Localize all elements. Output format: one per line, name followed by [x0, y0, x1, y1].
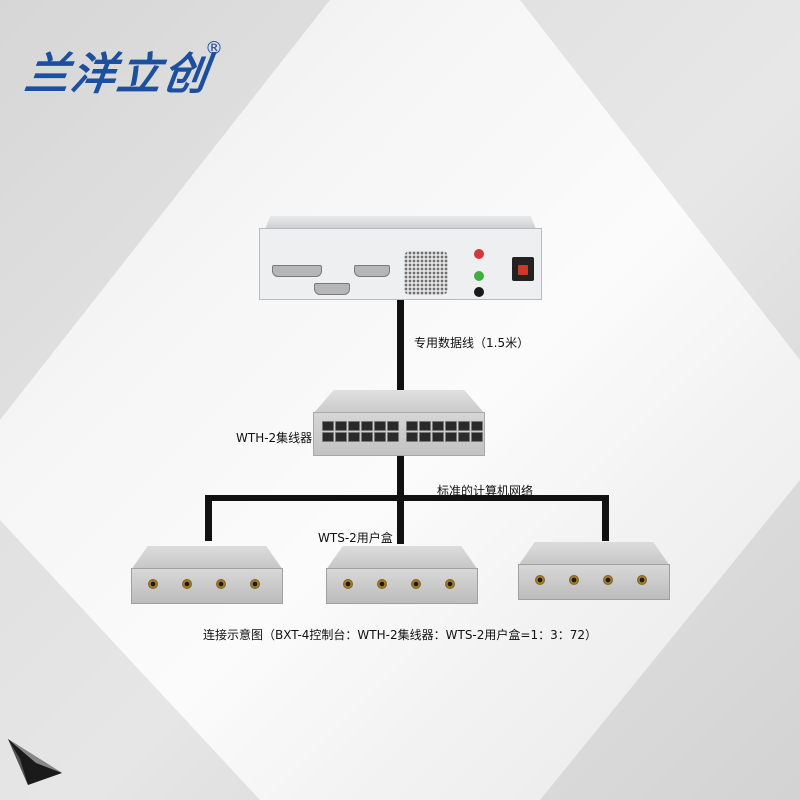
network-drop-left [205, 495, 212, 541]
audio-jack [411, 579, 421, 589]
speaker-grille [404, 251, 448, 295]
diagram-caption: 连接示意图（BXT-4控制台：WTH-2集线器：WTS-2用户盒=1：3：72） [203, 628, 597, 642]
network-drop-right [602, 495, 609, 541]
audio-jack [182, 579, 192, 589]
red-terminal-post [474, 249, 484, 259]
wth2-hub-device [313, 390, 485, 456]
audio-jack [343, 579, 353, 589]
rj45-ports-right [406, 421, 483, 443]
user-box-top [326, 546, 478, 570]
user-box-front [518, 564, 670, 600]
wts2-user-box-1 [131, 546, 283, 604]
black-terminal-post [474, 287, 484, 297]
audio-jack [637, 575, 647, 585]
audio-jack [535, 575, 545, 585]
audio-jack [603, 575, 613, 585]
network-bus [205, 495, 609, 501]
user-box-top [131, 546, 283, 570]
user-box-front [131, 568, 283, 604]
bxt4-console-device [259, 216, 542, 300]
hub-port-panel [313, 412, 485, 456]
user-box-top [518, 542, 670, 566]
hub-top-panel [313, 390, 485, 414]
db-connector-1 [272, 265, 322, 277]
audio-jack [445, 579, 455, 589]
registered-mark: ® [205, 38, 223, 59]
wts2-user-box-2 [326, 546, 478, 604]
console-top-panel [264, 216, 537, 230]
brand-logo: 兰洋立创 [21, 49, 213, 100]
hub-label: WTH-2集线器 [236, 431, 313, 445]
rj45-ports-left [322, 421, 399, 443]
network-label: 标准的计算机网络 [437, 484, 534, 498]
db-connector-3 [314, 283, 350, 295]
user-box-label: WTS-2用户盒 [318, 531, 393, 545]
audio-jack [250, 579, 260, 589]
audio-jack [216, 579, 226, 589]
audio-jack [148, 579, 158, 589]
audio-jack [569, 575, 579, 585]
corner-triangle-logo [8, 739, 62, 785]
power-switch [518, 265, 528, 275]
power-socket [512, 257, 534, 281]
user-box-front [326, 568, 478, 604]
wts2-user-box-3 [518, 542, 670, 600]
cable-console-to-hub [397, 300, 404, 390]
audio-jack [377, 579, 387, 589]
db-connector-2 [354, 265, 390, 277]
green-terminal-post [474, 271, 484, 281]
console-rear-panel [259, 228, 542, 300]
cable-label: 专用数据线（1.5米） [414, 336, 530, 350]
